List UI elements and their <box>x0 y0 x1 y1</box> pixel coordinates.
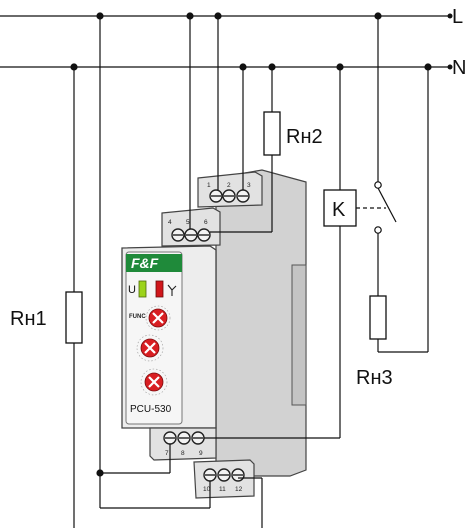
line-terminators <box>447 13 453 70</box>
rh2-label: Rн2 <box>286 126 323 148</box>
terminal-7[interactable] <box>163 431 177 445</box>
terminal-screws <box>163 189 250 482</box>
terminal-number-2: 2 <box>227 182 231 189</box>
terminal-number-4: 4 <box>168 219 172 226</box>
terminal-number-11: 11 <box>219 486 226 493</box>
terminal-number-1: 1 <box>207 182 211 189</box>
indicator-u-label: U <box>128 284 136 296</box>
terminal-numbers: 1 2 3 4 5 6 7 8 9 10 11 12 <box>165 182 251 493</box>
contactor-coil <box>323 189 357 227</box>
terminal-5[interactable] <box>184 228 198 242</box>
terminal-11[interactable] <box>217 468 231 482</box>
knob-time-adjust[interactable] <box>140 368 168 396</box>
terminal-number-10: 10 <box>203 486 211 493</box>
neutral-label: N <box>452 57 466 79</box>
led-red <box>155 280 164 298</box>
func-label: FUNC <box>129 314 146 320</box>
knob-time-range[interactable] <box>136 334 164 362</box>
front-panel <box>125 251 183 425</box>
terminal-1[interactable] <box>209 189 223 203</box>
junction-dots <box>70 12 432 477</box>
knob-func[interactable] <box>145 305 171 331</box>
terminal-2[interactable] <box>222 189 236 203</box>
terminal-number-6: 6 <box>204 219 208 226</box>
terminal-number-3: 3 <box>247 182 251 189</box>
terminal-9[interactable] <box>191 431 205 445</box>
terminal-number-8: 8 <box>181 450 185 457</box>
load-rh1 <box>65 291 83 344</box>
model-label: PCU-530 <box>130 404 172 415</box>
load-rh2 <box>263 111 281 156</box>
din-clip <box>291 264 307 406</box>
terminal-4[interactable] <box>171 228 185 242</box>
terminal-8[interactable] <box>177 431 191 445</box>
pcu-530-relay: F&F U FUNC PCU-530 <box>121 169 307 499</box>
terminal-3[interactable] <box>236 189 250 203</box>
terminal-number-9: 9 <box>199 450 203 457</box>
load-rh3 <box>369 295 387 340</box>
terminal-number-12: 12 <box>235 486 243 493</box>
relay-symbol-icon <box>167 284 177 296</box>
terminal-10[interactable] <box>203 468 217 482</box>
terminal-6[interactable] <box>197 228 211 242</box>
rh3-label: Rн3 <box>356 367 393 389</box>
switch-contact <box>374 181 382 234</box>
terminal-number-7: 7 <box>165 450 169 457</box>
live-label: L <box>452 6 463 28</box>
terminal-12[interactable] <box>231 468 245 482</box>
brand-logo: F&F <box>131 255 159 271</box>
contactor-label: K <box>332 199 346 221</box>
rh1-label: Rн1 <box>10 308 47 330</box>
led-green <box>138 280 147 298</box>
brand-strip <box>126 254 182 272</box>
terminal-number-5: 5 <box>186 219 190 226</box>
